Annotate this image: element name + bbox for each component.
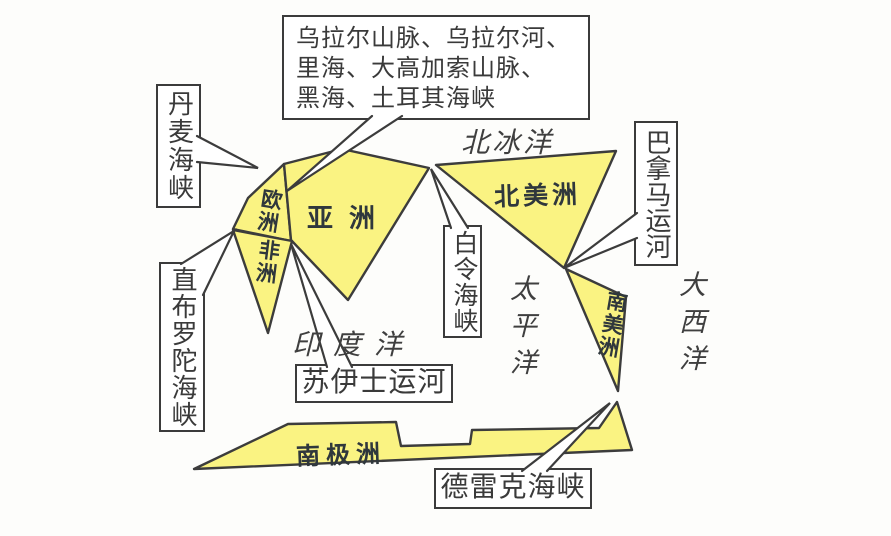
ural-boundary-line2: 里海、大高加索山脉、 xyxy=(296,56,546,82)
indian-ocean-label: 印度洋 xyxy=(292,330,416,361)
antarctica-shape xyxy=(192,400,634,471)
africa-label: 非洲 xyxy=(252,237,281,287)
atlantic-ocean-label: 大西洋 xyxy=(675,270,705,381)
drake-passage-callout: 德雷克海峡 xyxy=(434,468,592,509)
south-america-shape xyxy=(564,267,628,393)
panama-canal-callout: 巴拿马运河 xyxy=(634,121,678,266)
antarctica-label: 南极洲 xyxy=(295,440,387,471)
asia-label: 亚洲 xyxy=(307,203,392,233)
ural-boundary-line3: 黑海、土耳其海峡 xyxy=(296,86,496,112)
bering-strait-callout: 白令海峡 xyxy=(443,225,482,338)
arctic-ocean-label: 北冰洋 xyxy=(461,128,555,159)
pacific-ocean-label: 太平洋 xyxy=(506,274,536,385)
denmark-strait-callout: 丹麦海峡 xyxy=(156,84,201,208)
africa-shape xyxy=(231,228,294,335)
ural-boundary-callout: 乌拉尔山脉、乌拉尔河、 里海、大高加索山脉、 黑海、土耳其海峡 xyxy=(282,15,590,120)
ural-boundary-line1: 乌拉尔山脉、乌拉尔河、 xyxy=(296,26,571,52)
suez-canal-callout: 苏伊士运河 xyxy=(295,364,453,403)
gibraltar-strait-callout: 直布罗陀海峡 xyxy=(159,262,205,432)
north-america-label: 北美洲 xyxy=(493,180,582,212)
